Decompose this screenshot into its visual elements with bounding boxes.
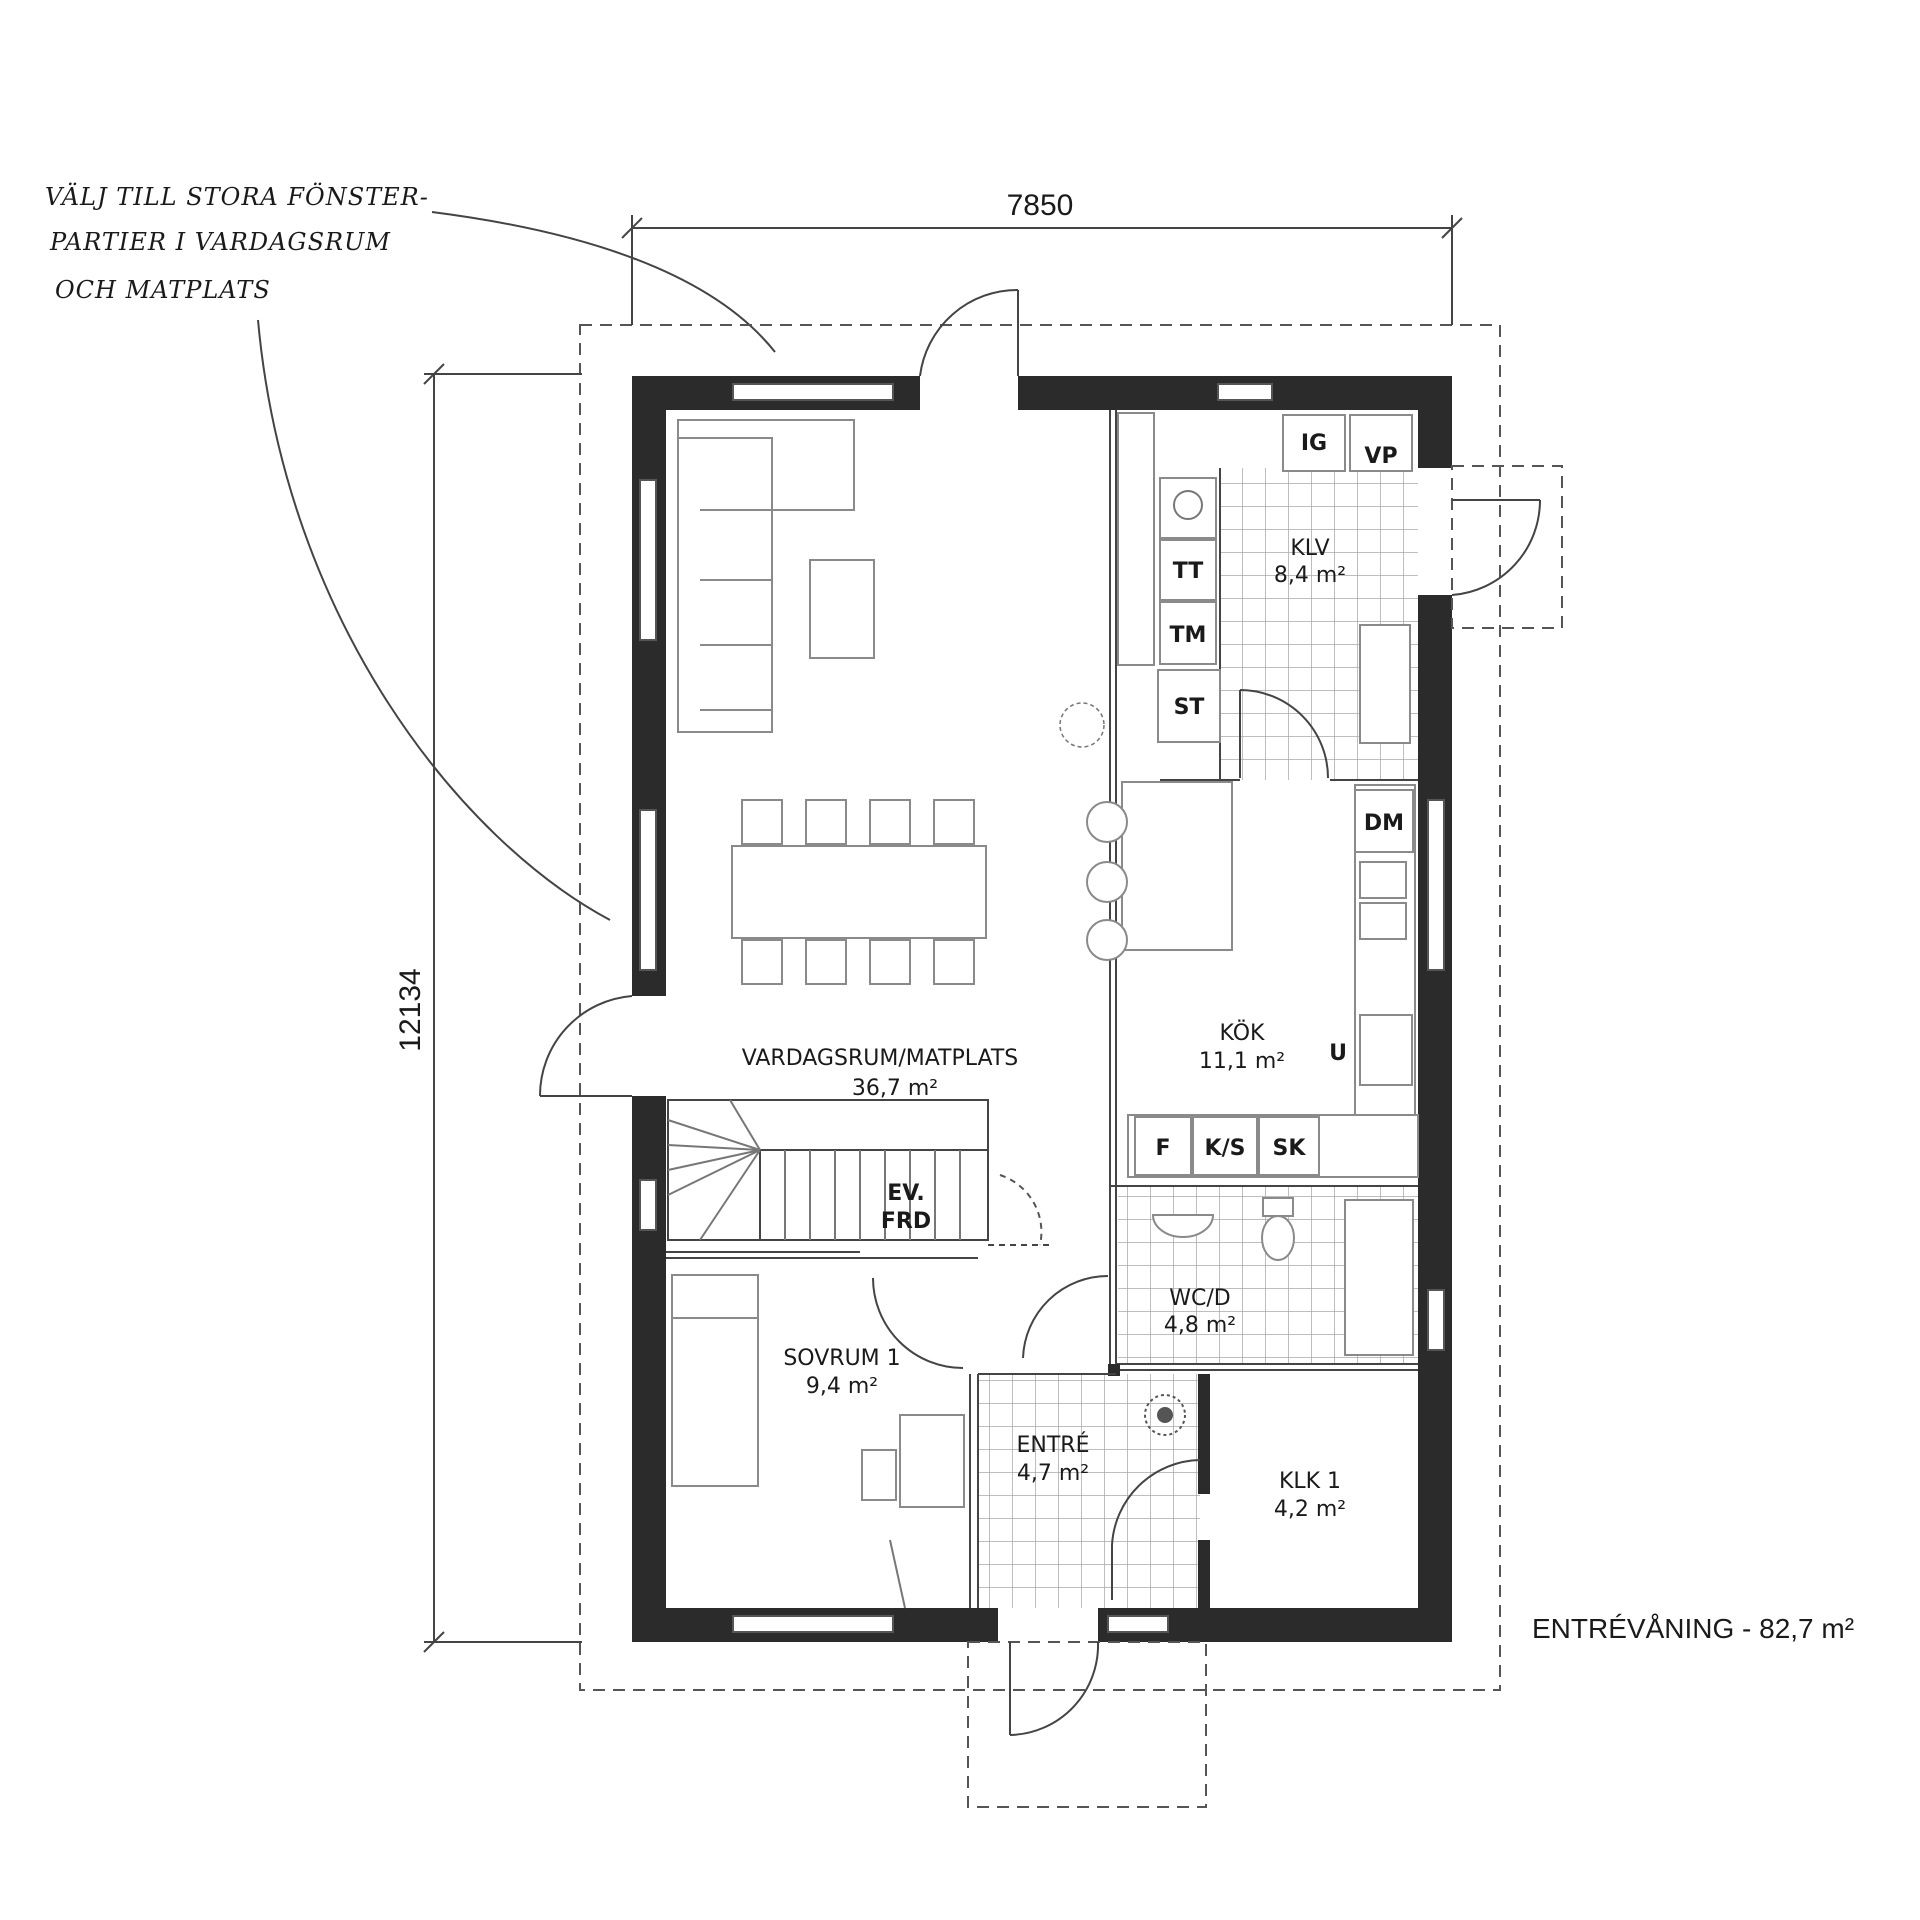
room-wc-area: 4,8 m² — [1164, 1313, 1236, 1338]
toilet — [1261, 1215, 1295, 1261]
sofa — [677, 419, 855, 733]
exterior-doors — [538, 288, 1563, 1808]
note-line-1: VÄLJ TILL STORA FÖNSTER- — [45, 182, 429, 211]
laundry-sink — [1159, 477, 1217, 539]
fixture-ks: K/S — [1192, 1116, 1258, 1176]
fixture-tm: TM — [1159, 601, 1217, 665]
bar-stool — [1086, 861, 1128, 903]
room-bedroom-name: SOVRUM 1 — [783, 1346, 900, 1371]
staircase — [667, 1099, 1050, 1246]
wc-basin — [1151, 1214, 1215, 1238]
plant-icon — [1144, 1394, 1186, 1436]
svg-text:K/S: K/S — [1205, 1136, 1246, 1161]
note-line-3: OCH MATPLATS — [55, 276, 271, 304]
laundry-counter — [1117, 412, 1155, 666]
cooktop — [1359, 1014, 1413, 1086]
svg-text:VP: VP — [1364, 444, 1397, 469]
windows — [639, 383, 1445, 1633]
room-kitchen-name: KÖK — [1220, 1020, 1266, 1046]
fixture-sk: SK — [1258, 1116, 1320, 1176]
room-entry-area: 4,7 m² — [1017, 1461, 1089, 1486]
bar-stool — [1086, 919, 1128, 961]
width-dimension: 7850 — [621, 189, 1463, 325]
kitchen-sink — [1359, 861, 1407, 899]
handwritten-note: VÄLJ TILL STORA FÖNSTER- PARTIER I VARDA… — [45, 182, 776, 921]
fixture-tt: TT — [1159, 539, 1217, 601]
room-laundry-area: 8,4 m² — [1274, 563, 1346, 588]
room-kitchen-area: 11,1 m² — [1199, 1049, 1285, 1074]
svg-text:ST: ST — [1174, 695, 1205, 720]
floor-level-label: ENTRÉVÅNING - 82,7 m² — [1532, 1613, 1854, 1644]
note-arrow-left — [257, 319, 611, 921]
closet-door-line — [889, 1539, 906, 1609]
lamp — [1059, 702, 1105, 748]
svg-text:F: F — [1155, 1136, 1170, 1161]
room-closet-area: 4,2 m² — [1274, 1497, 1346, 1522]
depth-value: 12134 — [394, 968, 427, 1051]
laundry-shelf — [1359, 624, 1411, 744]
ev-frd-label-1: EV. — [887, 1181, 925, 1206]
room-wc-name: WC/D — [1169, 1286, 1230, 1311]
roof-outline — [579, 324, 1501, 1691]
svg-text:TM: TM — [1170, 623, 1207, 648]
kitchen-sink — [1359, 902, 1407, 940]
note-arrow-top — [431, 211, 776, 353]
desk — [899, 1414, 965, 1508]
toilet-tank — [1262, 1197, 1294, 1217]
svg-text:TT: TT — [1173, 559, 1204, 584]
coffee-table — [809, 559, 875, 659]
room-laundry-name: KLV — [1290, 536, 1329, 561]
interior-doors — [872, 689, 1329, 1600]
fixture-st: ST — [1157, 669, 1221, 743]
fixture-vp: VP — [1349, 414, 1413, 472]
svg-text:SK: SK — [1273, 1136, 1307, 1161]
room-entry-name: ENTRÉ — [1017, 1432, 1090, 1458]
desk-chair — [861, 1449, 897, 1501]
room-living-area: 36,7 m² — [852, 1076, 938, 1101]
ev-frd-label-2: FRD — [881, 1209, 931, 1234]
kitchen-island — [1121, 781, 1233, 951]
room-living-name: VARDAGSRUM/MATPLATS — [742, 1046, 1019, 1071]
fixture-dm: DM — [1354, 789, 1414, 853]
room-closet-name: KLK 1 — [1279, 1469, 1341, 1494]
width-value: 7850 — [1007, 189, 1074, 222]
fixture-f: F — [1134, 1116, 1192, 1176]
bed — [671, 1317, 759, 1487]
fixture-ig: IG — [1282, 414, 1346, 472]
svg-text:IG: IG — [1301, 431, 1327, 456]
depth-dimension: 12134 — [394, 363, 582, 1653]
shower — [1344, 1199, 1414, 1356]
note-line-2: PARTIER I VARDAGSRUM — [49, 228, 391, 256]
bar-stool — [1086, 801, 1128, 843]
dining-table — [731, 799, 987, 985]
svg-text:DM: DM — [1364, 811, 1404, 836]
room-bedroom-area: 9,4 m² — [806, 1374, 878, 1399]
fixture-u: U — [1329, 1041, 1347, 1066]
